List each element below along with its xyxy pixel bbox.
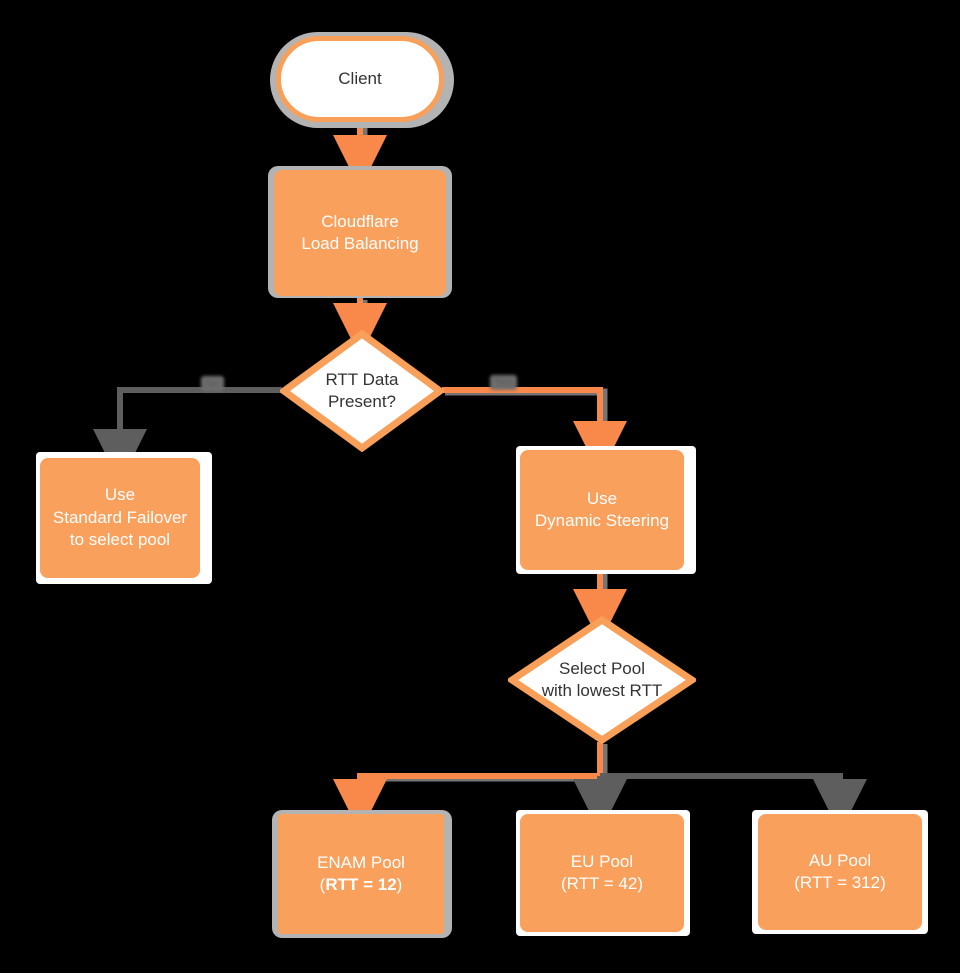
node-rtt-label-line2: Present? <box>327 392 397 411</box>
node-dynamic-label-line2: Dynamic Steering <box>534 511 670 530</box>
node-dynamic-label-line1: Use <box>586 488 618 508</box>
edge-label-no: No <box>201 376 224 392</box>
node-au-label-line2: (RTT = 312) <box>794 873 886 892</box>
edge-select-to-au <box>600 773 867 833</box>
node-failover-label-line3: to select pool <box>69 530 171 550</box>
node-enam-pool[interactable]: ENAM Pool (RTT = 12) <box>278 814 444 934</box>
node-eu-pool[interactable]: EU Pool (RTT = 42) <box>520 814 684 932</box>
node-au-pool[interactable]: AU Pool (RTT = 312) <box>758 814 922 930</box>
edge-select-to-enam <box>333 742 603 833</box>
node-cloudflare-load-balancing[interactable]: Cloudflare Load Balancing <box>274 170 446 296</box>
node-dynamic-steering[interactable]: Use Dynamic Steering <box>520 450 684 570</box>
node-client[interactable]: Client <box>276 36 444 122</box>
node-au-label-line1: AU Pool <box>808 850 872 870</box>
edge-rtt-to-dynamic <box>442 387 627 475</box>
node-failover-label-line2: Standard Failover <box>52 507 188 527</box>
edge-rtt-to-failover <box>93 387 282 483</box>
node-standard-failover[interactable]: Use Standard Failover to select pool <box>40 458 200 578</box>
diamond-shape-rtt <box>280 330 444 452</box>
inactive-paths <box>93 387 867 833</box>
node-eu-label-line1: EU Pool <box>570 851 634 871</box>
node-select-label-line2: with lowest RTT <box>541 681 663 700</box>
node-select-pool-lowest-rtt[interactable]: Select Pool with lowest RTT <box>508 616 696 744</box>
node-enam-paren-open: ( <box>319 875 326 894</box>
node-enam-label-line1: ENAM Pool <box>317 852 405 872</box>
node-enam-label-line2: (RTT = 12) <box>317 874 405 896</box>
edge-label-yes: Yes <box>490 375 517 391</box>
node-clb-label-line2: Load Balancing <box>301 234 419 253</box>
node-failover-label-line1: Use <box>104 485 136 505</box>
node-enam-paren-close: ) <box>396 875 403 894</box>
node-clb-label-line1: Cloudflare <box>321 211 399 231</box>
node-select-label-line1: Select Pool <box>558 658 645 678</box>
node-client-label: Client <box>338 68 382 88</box>
node-rtt-label-line1: RTT Data <box>325 369 399 389</box>
node-rtt-data-present[interactable]: RTT Data Present? <box>280 330 444 452</box>
diamond-shape-select <box>508 616 696 744</box>
node-enam-rtt-value: RTT = 12 <box>325 875 397 894</box>
node-eu-label-line2: (RTT = 42) <box>560 874 644 893</box>
